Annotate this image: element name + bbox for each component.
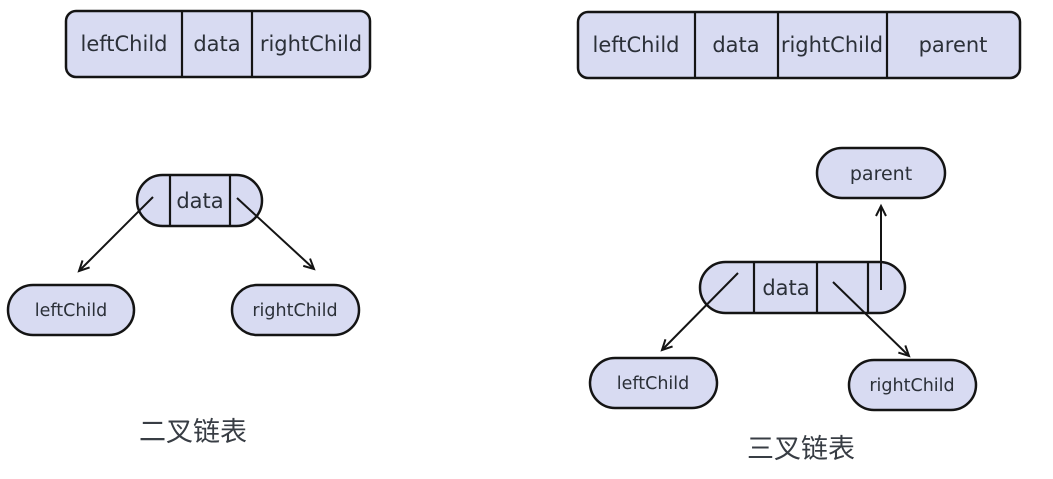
ternary-node-data-label: data	[762, 276, 809, 300]
binary-caption: 二叉链表	[139, 417, 247, 448]
ternary-node-pill	[698, 260, 907, 315]
ternary-caption: 三叉链表	[747, 434, 855, 465]
binary-struct-box	[64, 9, 372, 79]
binary-rightchild-label: rightChild	[252, 301, 337, 321]
ternary-cell-parent-label: parent	[919, 33, 988, 57]
binary-linked-list-group: leftChild data rightChild data leftChild…	[6, 9, 372, 448]
binary-right-arrow	[236, 197, 316, 271]
ternary-struct-box	[576, 10, 1022, 80]
binary-left-arrow	[77, 196, 154, 273]
ternary-right-arrow	[832, 281, 911, 358]
binary-leftchild-pill	[6, 283, 136, 337]
ternary-left-arrow	[660, 272, 739, 352]
ternary-parent-label: parent	[850, 163, 912, 185]
binary-cell-rightchild-label: rightChild	[260, 32, 362, 56]
ternary-leftchild-pill	[588, 356, 719, 410]
ternary-cell-rightchild-label: rightChild	[781, 33, 883, 57]
binary-cell-data-label: data	[193, 32, 240, 56]
ternary-linked-list-group: leftChild data rightChild parent parent …	[576, 10, 1022, 465]
binary-cell-leftchild-label: leftChild	[81, 32, 168, 56]
binary-node-data-label: data	[176, 189, 223, 213]
ternary-rightchild-label: rightChild	[869, 376, 954, 396]
binary-leftchild-label: leftChild	[35, 301, 108, 321]
ternary-rightchild-pill	[847, 358, 978, 412]
ternary-parent-pill	[815, 146, 947, 200]
ternary-cell-data-label: data	[712, 33, 759, 57]
ternary-leftchild-label: leftChild	[617, 374, 690, 394]
binary-rightchild-pill	[230, 283, 361, 337]
ternary-cell-leftchild-label: leftChild	[593, 33, 680, 57]
